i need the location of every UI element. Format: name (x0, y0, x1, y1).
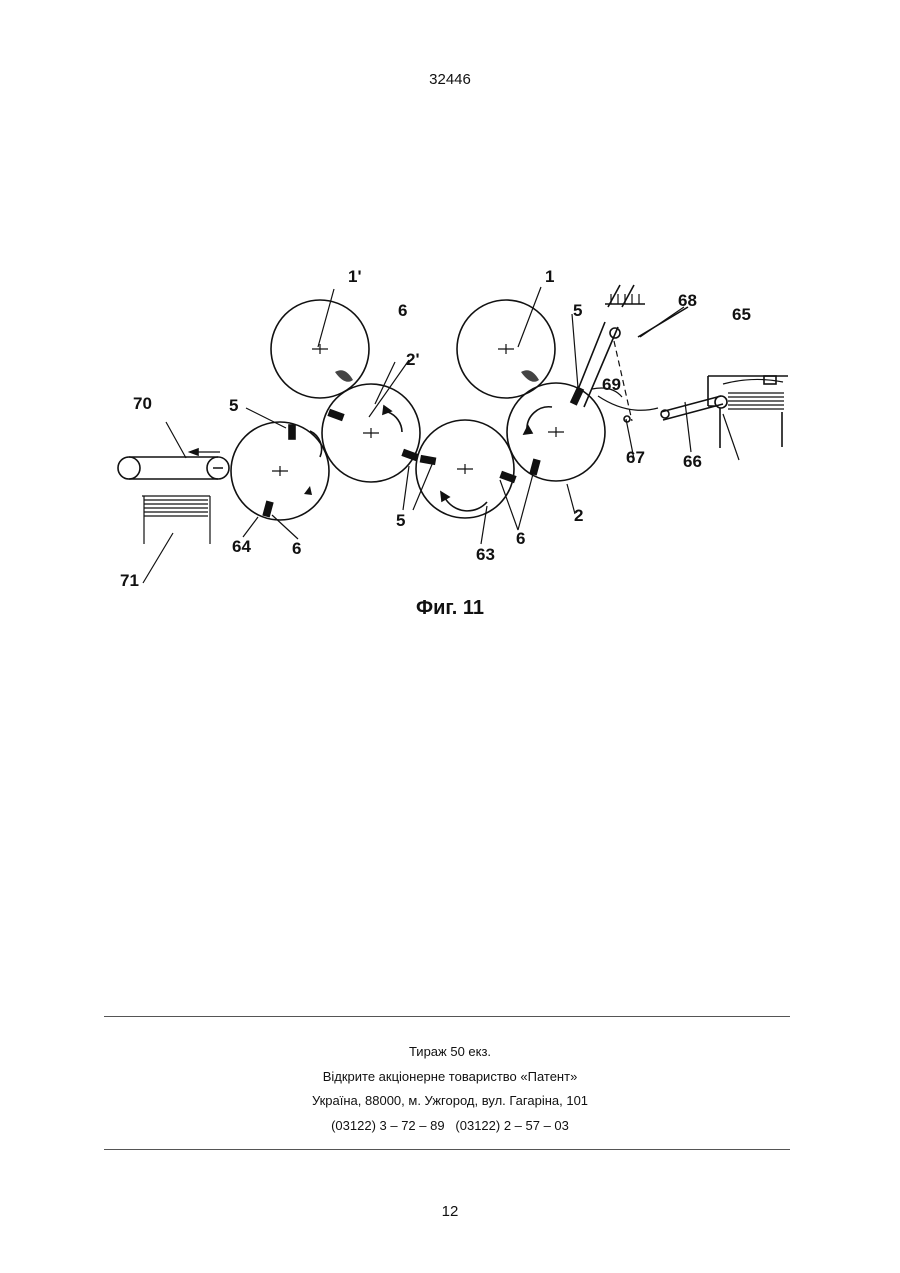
label-2: 2 (574, 506, 583, 525)
conveyor-roller-left (118, 457, 140, 479)
label-63: 63 (476, 545, 495, 564)
label-71: 71 (120, 571, 139, 590)
label-1prime: 1' (348, 267, 362, 286)
label-68: 68 (678, 291, 697, 310)
label-6-middle: 6 (516, 529, 525, 548)
page-number: 12 (0, 1203, 900, 1220)
label-2prime: 2' (406, 350, 420, 369)
imprint-block: Тираж 50 екз. Відкрите акціонерне товари… (0, 1040, 900, 1138)
figure-caption: Фиг. 11 (0, 597, 900, 620)
imprint-bottom-rule (104, 1149, 790, 1150)
imprint-publisher: Відкрите акціонерне товариство «Патент» (0, 1065, 900, 1090)
imprint-phones: (03122) 3 – 72 – 89 (03122) 2 – 57 – 03 (0, 1114, 900, 1139)
page-header-number: 32446 (0, 71, 900, 88)
imprint-address: Україна, 88000, м. Ужгород, вул. Гагарін… (0, 1089, 900, 1114)
figure-drawing: 1' 1 6 5 2' 5 70 5 6 6 64 63 2 71 68 65 … (108, 252, 798, 600)
imprint-top-rule (104, 1016, 790, 1017)
label-65: 65 (732, 305, 751, 324)
label-1: 1 (545, 267, 554, 286)
label-67: 67 (626, 448, 645, 467)
label-6-bottom: 6 (292, 539, 301, 558)
label-70: 70 (133, 394, 152, 413)
label-64: 64 (232, 537, 251, 556)
label-5-right: 5 (573, 301, 582, 320)
label-69: 69 (602, 375, 621, 394)
label-5-middle: 5 (396, 511, 405, 530)
patent-figure: 1' 1 6 5 2' 5 70 5 6 6 64 63 2 71 68 65 … (108, 252, 798, 600)
imprint-circulation: Тираж 50 екз. (0, 1040, 900, 1065)
label-5-left: 5 (229, 396, 238, 415)
label-66: 66 (683, 452, 702, 471)
label-6-top: 6 (398, 301, 407, 320)
